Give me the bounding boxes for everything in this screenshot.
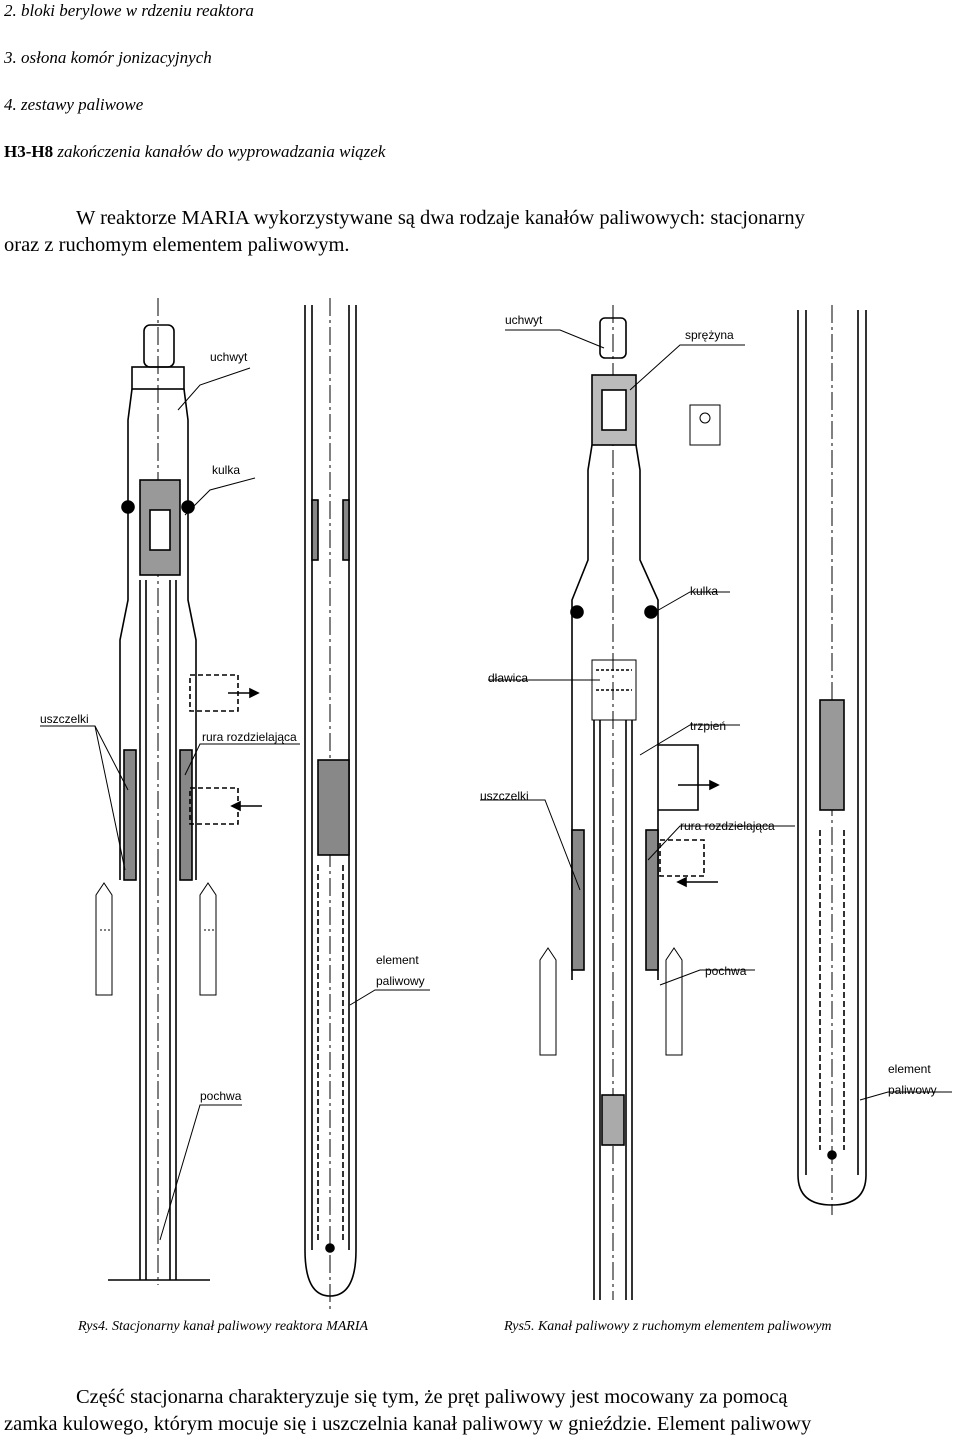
- legend-text: zakończenia kanałów do wyprowadzania wią…: [53, 142, 386, 161]
- fig5-label-trzpien: trzpień: [690, 719, 726, 733]
- fig4-label-pochwa: pochwa: [200, 1089, 242, 1103]
- intro-line-1: W reaktorze MARIA wykorzystywane są dwa …: [76, 207, 805, 229]
- fig5-label-dlawica: dławica: [488, 671, 528, 685]
- legend-item: 4. zestawy paliwowe: [4, 95, 144, 114]
- fig5-label-kulka: kulka: [690, 584, 718, 598]
- fig5-label-sprezyna: sprężyna: [685, 328, 734, 342]
- figure5-caption: Rys5. Kanał paliwowy z ruchomym elemente…: [504, 1319, 832, 1334]
- figure4-caption: Rys4. Stacjonarny kanał paliwowy reaktor…: [78, 1319, 369, 1334]
- intro-line-2: oraz z ruchomym elementem paliwowym.: [4, 234, 350, 256]
- fig5-label-element-2: paliwowy: [888, 1083, 937, 1097]
- fig5-label-element-1: element: [888, 1062, 931, 1076]
- fig4-label-rura: rura rozdzielająca: [202, 730, 297, 744]
- legend-item: 2. bloki berylowe w rdzeniu reaktora: [4, 1, 254, 20]
- legend-item: H3-H8 zakończenia kanałów do wyprowadzan…: [4, 142, 385, 162]
- fig4-label-kulka: kulka: [212, 463, 240, 477]
- legend-code: H3-H8: [4, 142, 54, 161]
- fig5-label-pochwa: pochwa: [705, 964, 747, 978]
- fig5-label-uchwyt: uchwyt: [505, 313, 543, 327]
- closing-line-1: Część stacjonarna charakteryzuje się tym…: [76, 1386, 788, 1408]
- fig5-fuel-element-drawing: [797, 305, 952, 1215]
- fig4-fuel-element-drawing: [304, 298, 430, 1310]
- fig5-label-rura: rura rozdzielająca: [680, 819, 775, 833]
- closing-line-2: zamka kulowego, którym mocuje się i uszc…: [4, 1413, 812, 1435]
- fig5-label-uszczelki: uszczelki: [480, 789, 529, 803]
- legend-item: 3. osłona komór jonizacyjnych: [4, 48, 212, 67]
- fig5-assembly-drawing: [480, 305, 795, 1300]
- fig4-assembly-drawing: [40, 298, 300, 1285]
- fig4-label-element-1: element: [376, 953, 419, 967]
- fig4-label-element-2: paliwowy: [376, 974, 425, 988]
- fig4-label-uszczelki: uszczelki: [40, 712, 89, 726]
- fig4-label-uchwyt: uchwyt: [210, 350, 248, 364]
